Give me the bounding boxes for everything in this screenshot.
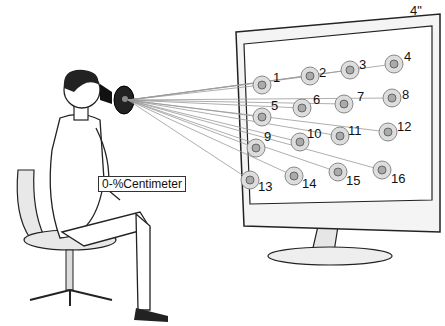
chair-base (30, 290, 112, 306)
target-dot (378, 166, 386, 174)
camera-lens (122, 96, 128, 102)
target-dot (388, 94, 396, 102)
target-ring (241, 171, 259, 189)
target-dot (340, 100, 348, 108)
callout-number: 8 (402, 88, 409, 101)
target-dot (306, 72, 314, 80)
monitor-base (268, 247, 392, 265)
target-dot (336, 132, 344, 140)
gaze-line (128, 100, 344, 104)
target-ring (383, 89, 401, 107)
monitor-screen (244, 26, 432, 204)
callout-number: 6 (313, 93, 320, 106)
callout-number: 11 (348, 124, 362, 137)
callout-number: 5 (271, 99, 278, 112)
screen-size: 4" (410, 4, 422, 17)
person-foot (134, 308, 168, 322)
target-ring (331, 127, 349, 145)
target-ring (341, 61, 359, 79)
callout-number: 9 (264, 130, 271, 143)
callout-number: 13 (258, 180, 272, 193)
target-ring (373, 161, 391, 179)
target-dot (298, 104, 306, 112)
target-ring (247, 139, 265, 157)
distance-label: 0-%Centimeter (98, 176, 186, 192)
target-ring (291, 133, 309, 151)
target-dot (252, 144, 260, 152)
chair-back (17, 170, 44, 238)
chair-stem (66, 250, 73, 290)
person-shin (136, 214, 150, 310)
callout-number: 12 (397, 120, 411, 133)
callout-number: 1 (273, 71, 280, 84)
callout-number: 7 (357, 90, 364, 103)
target-ring (301, 67, 319, 85)
eye-viewer (100, 84, 112, 104)
target-dot (246, 176, 254, 184)
target-ring (385, 55, 403, 73)
callout-number: 15 (346, 174, 360, 187)
gaze-line (128, 100, 250, 180)
gaze-line (128, 100, 300, 142)
target-dot (390, 60, 398, 68)
callout-number: 3 (359, 58, 366, 71)
target-ring (335, 95, 353, 113)
target-ring (329, 163, 347, 181)
target-dot (384, 128, 392, 136)
gaze-line (128, 64, 394, 100)
gaze-line (128, 100, 256, 148)
target-dot (258, 81, 266, 89)
gaze-targets (241, 55, 403, 189)
monitor-frame (236, 14, 440, 232)
callout-number: 4 (404, 50, 411, 63)
target-dot (296, 138, 304, 146)
person-torso (50, 114, 104, 238)
target-ring (253, 76, 271, 94)
target-ring (293, 99, 311, 117)
target-dot (290, 172, 298, 180)
callout-number: 2 (319, 66, 326, 79)
target-ring (253, 108, 271, 126)
gaze-lines (128, 64, 394, 180)
target-ring (285, 167, 303, 185)
target-dot (346, 66, 354, 74)
target-dot (258, 113, 266, 121)
target-dot (334, 168, 342, 176)
target-ring (379, 123, 397, 141)
callout-number: 16 (391, 172, 405, 185)
person-hair (64, 70, 98, 92)
callout-number: 14 (302, 177, 316, 190)
gaze-line (128, 100, 338, 172)
callout-number: 10 (307, 127, 321, 140)
gaze-line (128, 100, 294, 176)
